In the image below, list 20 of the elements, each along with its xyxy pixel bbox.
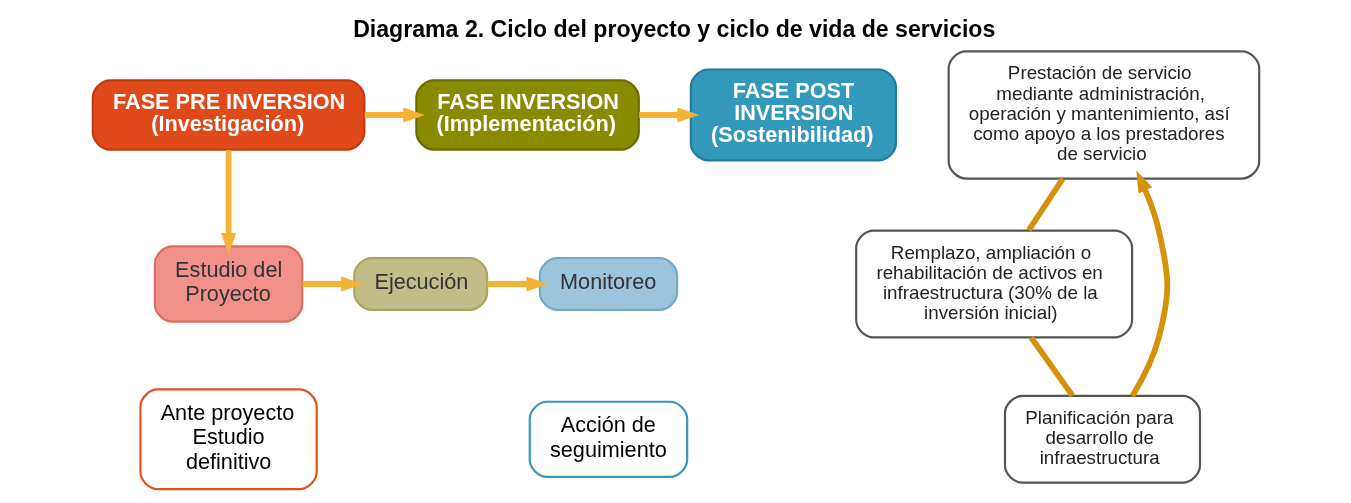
diagram-title: Diagrama 2. Ciclo del proyecto y ciclo de vida de servicios [352,15,995,42]
node-box: FASE POST INVERSION (Sostenibilidad) [689,68,897,162]
arrow [364,107,425,123]
node-box: Ante proyecto Estudio definitivo [138,388,318,491]
arrow [638,107,699,123]
arrow [220,150,236,255]
arrow [486,276,548,292]
node-box: Remplazo, ampliación o rehabilitación de activos en infraestructura (30% de la inversión inicial) [854,229,1133,339]
node-box: FASE INVERSION (Implementación) [414,79,640,151]
node-box: FASE PRE INVERSION (Investigación) [91,79,365,151]
arrow [1129,170,1170,398]
node-box: Monitoreo [538,256,678,312]
node-box: Ejecución [352,256,488,312]
connector [1025,177,1065,232]
node-box: Prestación de servicio mediante administración, operación y mantenimiento, así como apoyo a los prestadores de servicio [947,50,1260,180]
node-box: Acción de seguimiento [528,400,688,478]
node-box: Planificación para desarrollo de infraestructura [1003,394,1201,484]
connector [1028,335,1075,398]
node-box: Estudio del Proyecto [153,245,303,323]
arrow [302,276,363,292]
